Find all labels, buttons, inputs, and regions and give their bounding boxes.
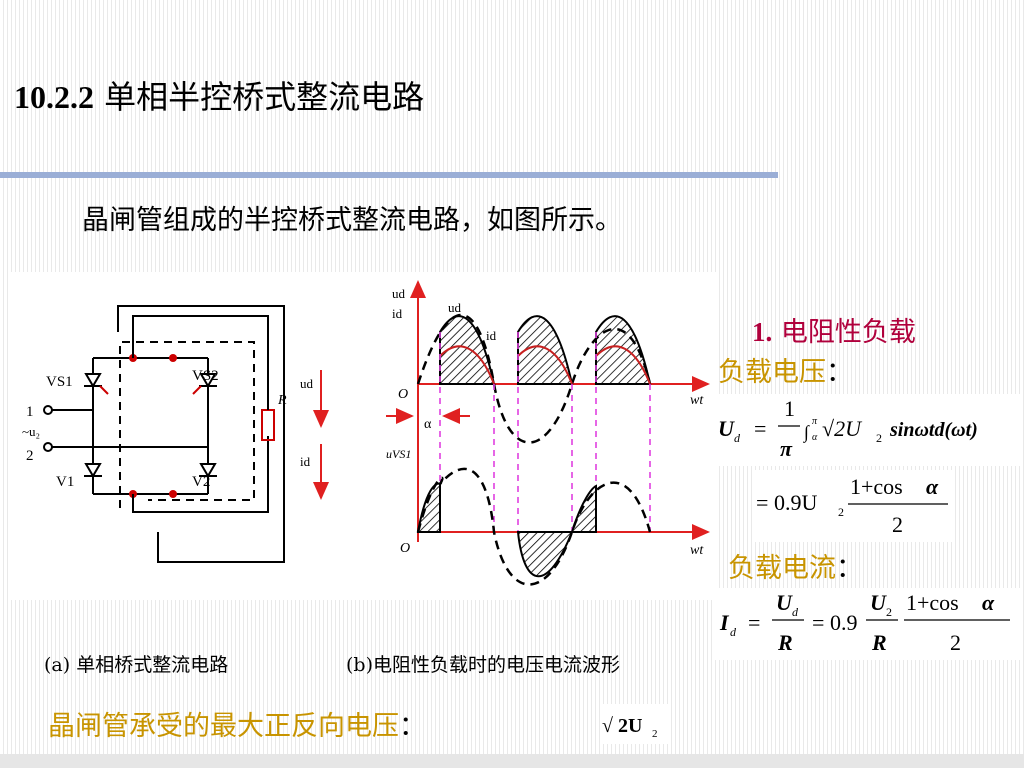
f3-ud-num: U: [776, 590, 793, 615]
load-current-text: 负载电流: [728, 553, 836, 584]
f2-one-plus-cos: 1+cos: [850, 474, 903, 499]
resistor: [261, 409, 275, 441]
f3-one-plus-cos: 1+cos: [906, 590, 959, 615]
label-id: id: [300, 454, 311, 469]
max-voltage-colon: ：: [399, 711, 426, 742]
load-voltage-label: 负载电压：: [718, 350, 853, 389]
max-voltage-label: 晶闸管承受的最大正反向电压：: [48, 704, 426, 743]
label-u2: ~u₂: [22, 424, 40, 439]
section-text: 电阻性负载: [780, 317, 916, 348]
f3-eq1: =: [748, 610, 760, 635]
f3-id-sub: d: [730, 625, 737, 639]
circuit-waveform-figure: VS1 VS2 V1 V2 1 ~u₂ 2 R ud id: [8, 272, 716, 600]
load-voltage-colon: ：: [826, 357, 853, 388]
caption-waveform: (b)电阻性负载时的电压电流波形: [346, 654, 620, 676]
origin-bottom: O: [400, 541, 410, 556]
max-v-root: √: [602, 715, 613, 737]
f1-int-upper: π: [812, 416, 818, 427]
label-node1: 1: [26, 404, 34, 420]
f1-ud: U: [718, 416, 735, 441]
label-r: R: [277, 393, 287, 408]
title-text: 单相半控桥式整流电路: [104, 78, 425, 116]
f3-r2: R: [871, 630, 887, 655]
intro-text: 晶闸管组成的半控桥式整流电路，如图所示。: [82, 205, 622, 236]
label-ud: ud: [300, 376, 314, 391]
f1-integral: ∫: [803, 422, 810, 443]
load-voltage-text: 负载电压: [718, 357, 826, 388]
title-divider: [0, 172, 778, 178]
f2-coef: 0.9U: [774, 490, 818, 515]
f1-pi: π: [780, 436, 793, 461]
axis-uvs1: uVS1: [386, 447, 411, 461]
f1-ud-sub: d: [734, 431, 741, 445]
f2-sub2: 2: [838, 505, 844, 519]
f3-zero9: 0.9: [830, 610, 858, 635]
label-node2: 2: [26, 448, 34, 464]
figure-svg: VS1 VS2 V1 V2 1 ~u₂ 2 R ud id: [22, 280, 710, 586]
node-dot: [169, 490, 177, 498]
waveform-diagram: ud id ud id O α wt uVS1 O wt: [386, 280, 710, 586]
f1-one: 1: [784, 396, 795, 421]
circuit-diagram: VS1 VS2 V1 V2 1 ~u₂ 2 R ud id: [22, 305, 329, 563]
max-voltage-formula: √ 2U 2: [600, 704, 670, 744]
alpha-label: α: [424, 417, 432, 432]
thyristor-vs2: [192, 373, 217, 395]
f3-id: I: [719, 610, 730, 635]
curve-ud: ud: [448, 300, 462, 315]
f3-eq2: =: [812, 610, 824, 635]
f1-integrand: sinωtd(ωt): [889, 419, 978, 441]
section-heading: 1. 电阻性负载: [752, 310, 916, 349]
max-voltage-text: 晶闸管承受的最大正反向电压: [48, 711, 399, 742]
axis-id: id: [392, 306, 403, 321]
label-vs2: VS2: [192, 368, 219, 384]
diode-v2: [199, 463, 217, 478]
f3-r1: R: [777, 630, 793, 655]
formula-ud-integral: U d = 1 π ∫ π α √2U 2 sinωtd(ωt): [712, 394, 1022, 466]
f3-u2-num: U: [870, 590, 887, 615]
load-current-colon: ：: [836, 553, 863, 584]
thyristor-vs1: [84, 373, 109, 395]
origin-top: O: [398, 387, 408, 402]
load-current-label: 负载电流：: [728, 546, 863, 585]
formula-id: I d = U d R = 0.9 U 2 R 1+cos α 2: [714, 588, 1020, 660]
label-v1: V1: [56, 474, 74, 490]
axis-ud: ud: [392, 286, 406, 301]
f3-alpha: α: [982, 590, 995, 615]
f2-eq: =: [756, 490, 768, 515]
f3-two: 2: [950, 630, 961, 655]
f2-two: 2: [892, 512, 903, 537]
section-number: 1.: [752, 317, 773, 347]
label-vs1: VS1: [46, 374, 73, 390]
title-number: 10.2.2: [14, 79, 94, 115]
wt-top: wt: [690, 393, 704, 408]
f2-alpha: α: [926, 474, 939, 499]
diode-v1: [84, 463, 102, 478]
footer-bar: [0, 754, 1024, 768]
formula-ud-simplified: = 0.9U 2 1+cos α 2: [752, 470, 952, 542]
caption-circuit: (a) 单相桥式整流电路: [44, 654, 229, 676]
max-v-main: 2U: [618, 715, 642, 737]
f1-eq: =: [754, 416, 766, 441]
f1-int-lower: α: [812, 432, 818, 443]
wt-bottom: wt: [690, 543, 704, 558]
max-v-sub: 2: [652, 728, 658, 740]
f1-root2u2: √2U: [822, 416, 863, 441]
curve-id: id: [486, 328, 497, 343]
page-title: 10.2.2 单相半控桥式整流电路: [14, 72, 424, 118]
label-v2: V2: [192, 474, 210, 490]
node-dot: [169, 354, 177, 362]
f1-sub2: 2: [876, 431, 882, 445]
f3-ud-num-sub: d: [792, 605, 799, 619]
f3-u2-sub: 2: [886, 605, 892, 619]
